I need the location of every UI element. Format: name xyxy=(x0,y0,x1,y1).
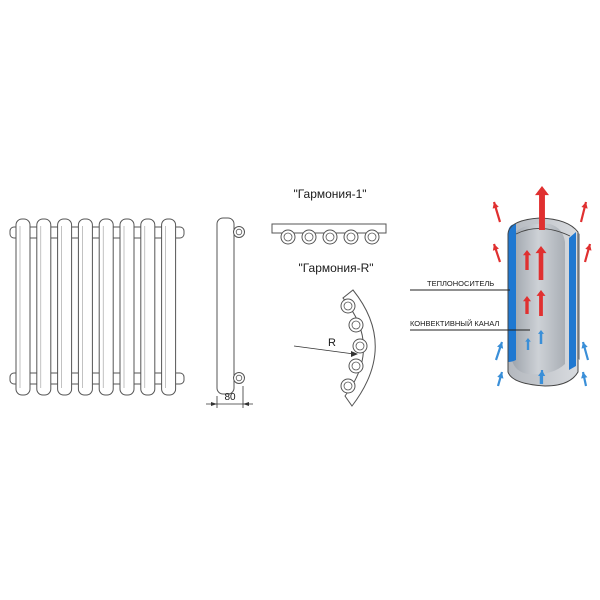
convection-cross-section: ТЕПЛОНОСИТЕЛЬ КОНВЕКТИВНЫЙ КАНАЛ xyxy=(410,186,592,387)
cold-air-arrow xyxy=(538,330,544,344)
cold-air-arrow xyxy=(525,338,531,350)
top-header-pipe xyxy=(9,226,185,239)
radiator-section xyxy=(98,218,114,396)
radiator-front-view xyxy=(9,218,185,396)
bottom-header-pipe xyxy=(9,372,185,385)
model-r-label: "Гармония-R" xyxy=(298,261,373,275)
hot-air-arrow xyxy=(523,250,531,270)
radiator-section xyxy=(119,218,135,396)
radiator-side-view: 80 xyxy=(206,217,253,408)
side-view-body xyxy=(216,217,235,395)
model-1-top-view: "Гармония-1" xyxy=(271,187,387,245)
hot-air-arrow xyxy=(536,290,546,316)
heat-carrier-label: ТЕПЛОНОСИТЕЛЬ xyxy=(427,279,494,288)
radiator-section xyxy=(77,218,93,396)
radiator-section xyxy=(15,218,31,396)
left-blue-wall xyxy=(508,224,516,362)
model-1-label: "Гармония-1" xyxy=(293,187,366,201)
radiator-section xyxy=(57,218,73,396)
heat-carrier-tube xyxy=(512,223,565,375)
hot-air-arrow xyxy=(523,296,531,314)
radiator-section xyxy=(161,218,177,396)
hot-air-arrow xyxy=(535,186,549,230)
radius-label: R xyxy=(328,337,336,349)
hot-air-arrow xyxy=(535,246,547,280)
model-r-top-view: "Гармония-R" R xyxy=(293,261,376,407)
radius-line xyxy=(293,345,355,355)
dimension-label: 80 xyxy=(224,392,236,403)
convection-channel-label: КОНВЕКТИВНЫЙ КАНАЛ xyxy=(410,319,499,328)
radiator-section xyxy=(140,218,156,396)
radiator-section xyxy=(36,218,52,396)
right-blue-wall xyxy=(569,232,576,370)
